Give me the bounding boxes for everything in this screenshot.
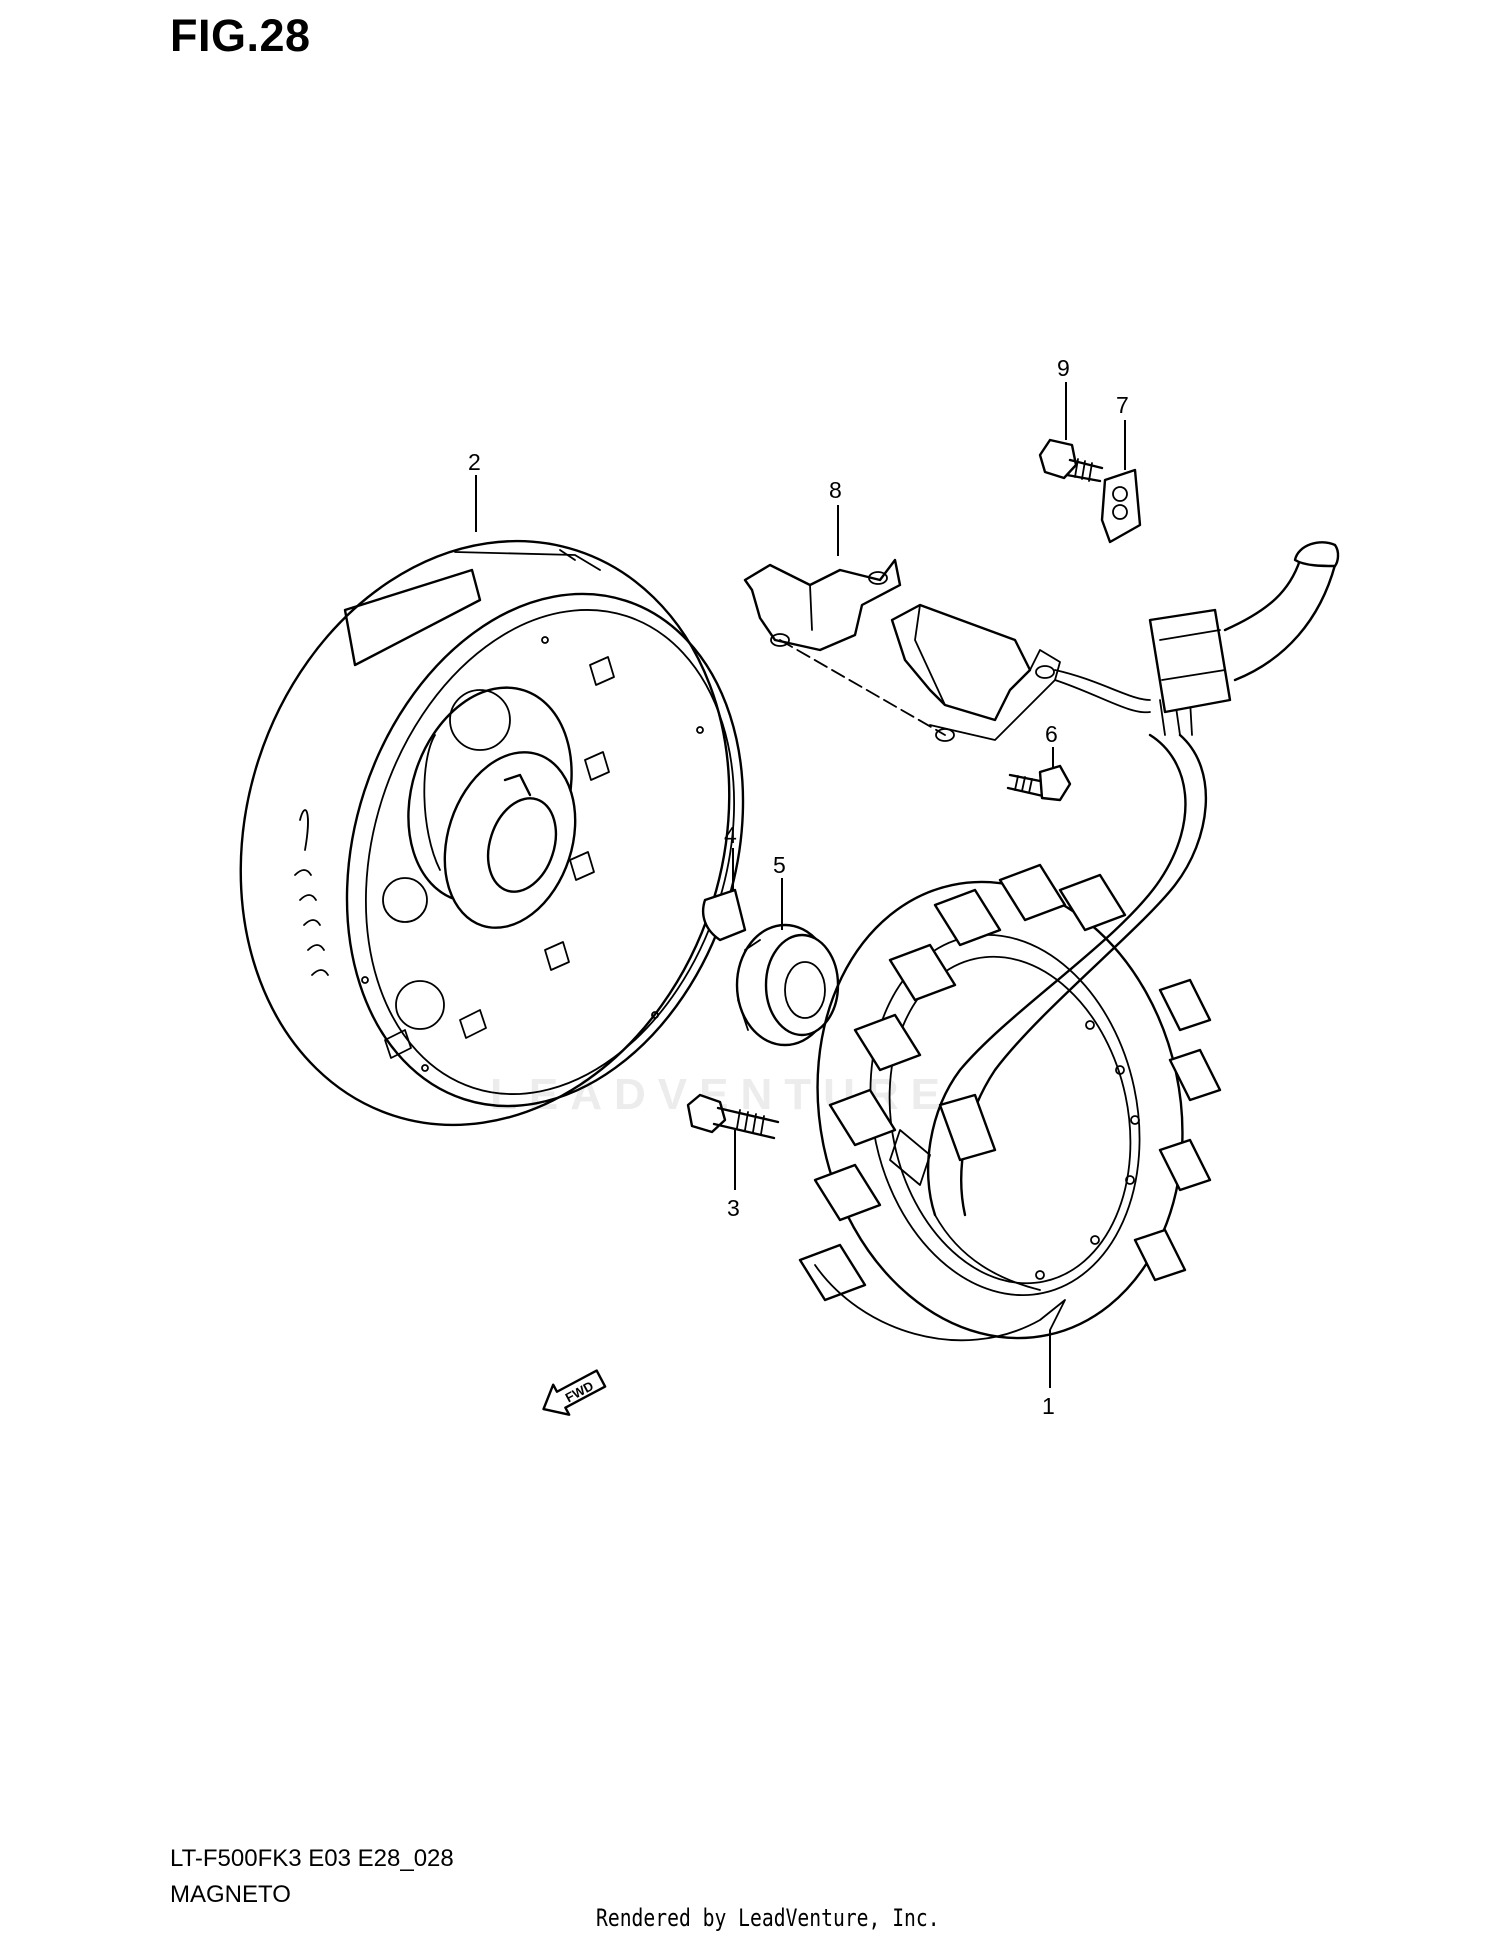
section-name: MAGNETO [170, 1881, 291, 1908]
callout-8: 8 [829, 477, 842, 503]
part-8-bracket[interactable] [743, 505, 902, 652]
rendered-by-credit: Rendered by LeadVenture, Inc. [596, 1904, 940, 1932]
callout-5: 5 [773, 852, 786, 878]
figure-title: FIG.28 [170, 10, 311, 61]
callout-2: 2 [468, 449, 481, 475]
callout-9: 9 [1057, 355, 1070, 381]
part-6-bolt[interactable] [1006, 747, 1072, 802]
part-4-key[interactable] [701, 848, 747, 942]
model-code: LT-F500FK3 E03 E28_028 [170, 1845, 454, 1872]
callout-3: 3 [727, 1195, 740, 1221]
callout-6: 6 [1045, 721, 1058, 747]
callout-7: 7 [1116, 392, 1129, 418]
callout-1: 1 [1042, 1393, 1055, 1419]
part-5-nut[interactable] [735, 878, 840, 1047]
pickup-coil[interactable] [779, 603, 1151, 742]
fwd-arrow-icon: FWD [542, 1369, 607, 1416]
part-1-stator[interactable] [776, 541, 1340, 1388]
part-9-bolt[interactable] [1038, 382, 1104, 483]
callout-4: 4 [724, 822, 737, 848]
part-2-flywheel-rotor[interactable] [167, 475, 807, 1189]
part-7-clamp[interactable] [1100, 420, 1142, 544]
part-3-bolt[interactable] [686, 1093, 780, 1190]
